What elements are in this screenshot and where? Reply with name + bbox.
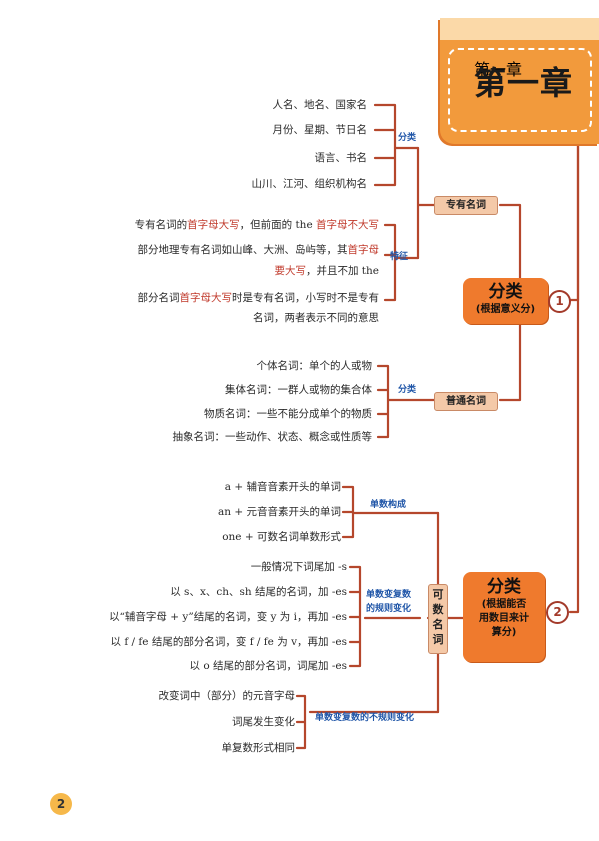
irregular-item-2: 单复数形式相同 — [221, 742, 296, 754]
proper-feature-line-0: 专有名词的首字母大写，但前面的 the 首字母不大写 — [134, 219, 379, 231]
regular-item-1: 以 s、x、ch、sh 结尾的名词，加 -es — [170, 586, 347, 598]
common-bracket — [376, 364, 436, 439]
common-item-0: 个体名词：单个的人或物 — [256, 360, 373, 372]
singular-item-2: one + 可数名词单数形式 — [222, 531, 341, 543]
irregular-bracket — [295, 694, 440, 750]
common-item-2: 物质名词：一些不能分成单个的物质 — [204, 408, 372, 420]
proper-classify-item-0: 人名、地名、国家名 — [272, 99, 368, 111]
regular-label-1: 的规则变化 — [366, 604, 412, 614]
regular-item-3: 以 f / fe 结尾的部分名词，变 f / fe 为 v，再加 -es — [110, 636, 347, 648]
section1-number: 1 — [548, 290, 571, 313]
regular-label-0: 单数变复数 — [366, 590, 412, 600]
singular-label: 单数构成 — [370, 500, 407, 510]
link-1-proper — [498, 203, 522, 300]
spine-to-1 — [566, 138, 580, 302]
singular-item-0: a + 辅音音素开头的单词 — [224, 481, 341, 493]
section1-subtitle: (根据意义分) — [475, 304, 536, 315]
section2-subtitle-0: (根据能否 — [481, 599, 527, 610]
section2-title: 分类 — [487, 577, 521, 597]
proper-noun-box: 专有名词 — [434, 196, 498, 215]
irregular-item-0: 改变词中（部分）的元音字母 — [158, 690, 296, 702]
common-item-1: 集体名词：一群人或物的集合体 — [225, 384, 372, 396]
proper-feature-line-2: 要大写，并且不加 the — [274, 265, 379, 277]
proper-classify-bracket — [373, 103, 420, 187]
singular-item-1: an + 元音音素开头的单词 — [218, 506, 341, 518]
regular-item-2: 以“辅音字母 + y”结尾的名词，变 y 为 i，再加 -es — [109, 611, 347, 623]
proper-feature-bracket — [383, 223, 420, 302]
section2-node: 分类 (根据能否 用数目来计 算分) — [463, 572, 545, 662]
irregular-label: 单数变复数的不规则变化 — [315, 713, 415, 723]
irregular-item-1: 词尾发生变化 — [232, 716, 295, 728]
proper-feature-label: 特征 — [390, 252, 409, 262]
proper-feature-line-4: 名词，两者表示不同的意思 — [253, 312, 379, 324]
countable-label: 可数名词 — [432, 588, 444, 646]
proper-classify-item-2: 语言、书名 — [314, 152, 368, 164]
spine-to-2 — [568, 138, 580, 614]
page-number: 2 — [50, 793, 72, 815]
section2-subtitle-1: 用数目来计 — [479, 613, 529, 624]
proper-feature-line-1: 部分地理专有名词如山峰、大洲、岛屿等，其首字母 — [137, 244, 380, 256]
common-classify-label: 分类 — [398, 385, 417, 395]
proper-fork — [416, 146, 436, 260]
regular-item-4: 以 o 结尾的部分名词，词尾加 -es — [189, 660, 347, 672]
singular-bracket — [341, 485, 440, 539]
proper-classify-label: 分类 — [398, 133, 417, 143]
section2-subtitle-2: 算分) — [491, 627, 517, 638]
section1-title: 分类 — [488, 282, 523, 302]
section1-node: 分类 (根据意义分) — [463, 278, 548, 324]
common-noun-box: 普通名词 — [434, 392, 498, 411]
section2-number: 2 — [546, 601, 569, 624]
proper-classify-item-3: 山川、江河、组织机构名 — [251, 178, 368, 190]
chapter-title-text: 第一章 — [474, 64, 574, 102]
regular-bracket — [348, 565, 422, 668]
link-1-common — [498, 310, 522, 402]
chapter-banner: 第一章 — [440, 18, 599, 144]
proper-feature-line-3: 部分名词首字母大写时是专有名词，小写时不是专有 — [137, 292, 380, 304]
proper-classify-item-1: 月份、星期、节日名 — [272, 124, 368, 136]
countable-noun-box: 可数名词 — [428, 584, 448, 654]
regular-item-0: 一般情况下词尾加 -s — [250, 561, 347, 573]
chapter-title: 第一章 — [474, 60, 523, 79]
common-item-3: 抽象名词：一些动作、状态、概念或性质等 — [172, 431, 373, 443]
